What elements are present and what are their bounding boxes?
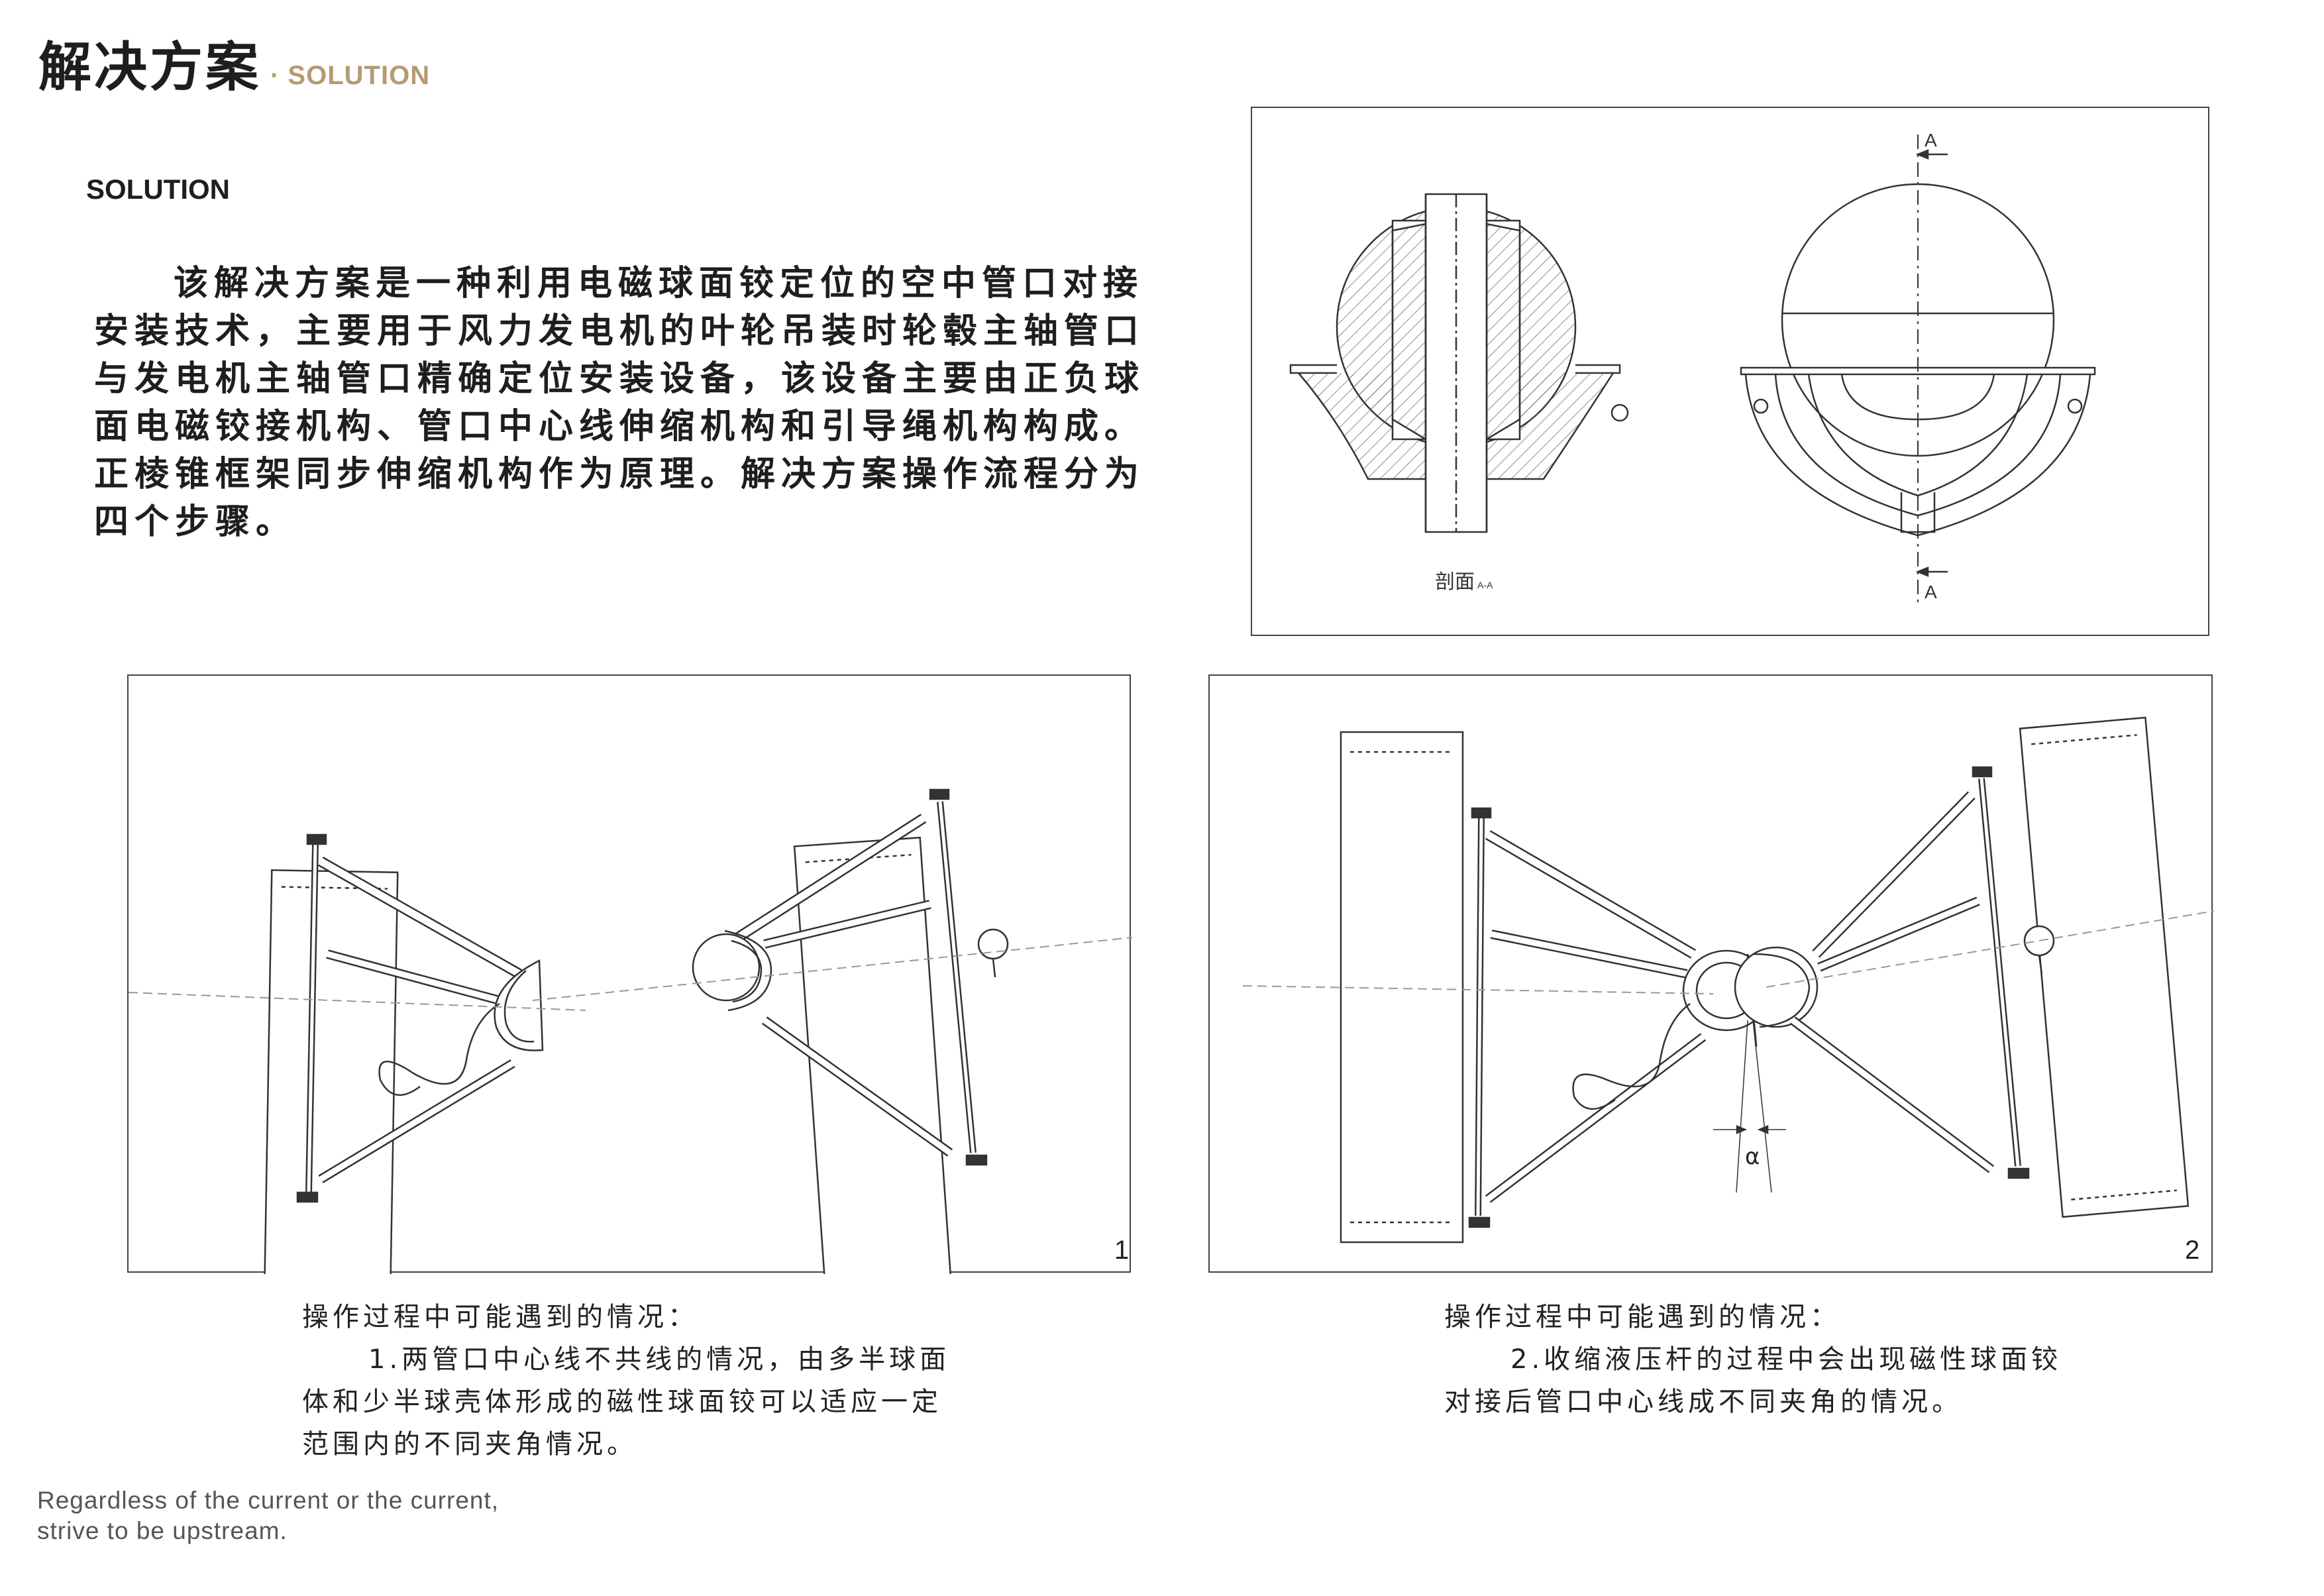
intro-line: 该解决方案是一种利用电磁球面铰定位的空中管口对接 xyxy=(174,264,1144,303)
section-label: SOLUTION xyxy=(86,174,230,205)
intro-line: 安装技术，主要用于风力发电机的叶轮吊装时轮毂主轴管口 xyxy=(94,311,1145,351)
intro-line: 四个步骤。 xyxy=(94,502,297,542)
footer-line-2: strive to be upstream. xyxy=(37,1517,288,1544)
cut-mark-top: A xyxy=(1925,130,1937,150)
intro-paragraph: 该解决方案是一种利用电磁球面铰定位的空中管口对接 安装技术，主要用于风力发电机的… xyxy=(94,260,1145,546)
page-title: 解决方案 · SOLUTION xyxy=(38,41,430,94)
section-drawing-frame: 剖面 A-A A A xyxy=(1251,107,2209,636)
left-mount-plate xyxy=(1340,731,1464,1244)
left-mount-plate xyxy=(262,869,399,1274)
intro-line: 正棱锥框架同步伸缩机构作为原理。解决方案操作流程分为 xyxy=(94,454,1145,494)
diagram-1: 1 xyxy=(129,788,1132,1274)
diagram-2-caption: 操作过程中可能遇到的情况： 2.收缩液压杆的过程中会出现磁性球面铰 对接后管口中… xyxy=(1444,1296,2062,1423)
diagram-2: α 2 xyxy=(1242,716,2214,1265)
section-drawing: 剖面 A-A A A xyxy=(1289,130,2096,605)
section-label: 剖面 xyxy=(1435,570,1475,594)
angle-label: α xyxy=(1745,1144,1760,1170)
footer-quote: Regardless of the current or the current… xyxy=(37,1485,499,1546)
right-mount-plate xyxy=(793,836,955,1274)
intro-line: 与发电机主轴管口精确定位安装设备，该设备主要由正负球 xyxy=(94,359,1145,399)
intro-line: 面电磁铰接机构、管口中心线伸缩机构和引导绳机构构成。 xyxy=(94,407,1145,447)
exterior-view xyxy=(1740,134,2096,605)
section-label-suffix: A-A xyxy=(1477,580,1493,590)
caption-line: 体和少半球壳体形成的磁性球面铰可以适应一定 xyxy=(302,1387,942,1417)
panel-number-1: 1 xyxy=(1114,1236,1129,1265)
caption-line: 范围内的不同夹角情况。 xyxy=(302,1429,637,1460)
diagram-1-caption: 操作过程中可能遇到的情况： 1.两管口中心线不共线的情况，由多半球面 体和少半球… xyxy=(302,1296,950,1465)
caption-line: 操作过程中可能遇到的情况： xyxy=(1444,1302,1840,1332)
caption-line: 2.收缩液压杆的过程中会出现磁性球面铰 xyxy=(1510,1344,2062,1375)
caption-line: 对接后管口中心线成不同夹角的情况。 xyxy=(1444,1387,1962,1417)
page-subtitle: · SOLUTION xyxy=(270,61,431,90)
panel-number-2: 2 xyxy=(2185,1236,2199,1265)
caption-line: 操作过程中可能遇到的情况： xyxy=(302,1302,698,1332)
footer-line-1: Regardless of the current or the current… xyxy=(37,1487,500,1514)
diagram-1-frame: 1 xyxy=(127,674,1132,1274)
right-mount-plate xyxy=(2019,716,2190,1218)
diagram-2-frame: α 2 xyxy=(1208,674,2214,1273)
cross-section-view xyxy=(1289,193,1629,533)
caption-line: 1.两管口中心线不共线的情况，由多半球面 xyxy=(368,1344,951,1375)
cut-mark-bottom: A xyxy=(1925,582,1937,602)
page-title-text: 解决方案 xyxy=(38,36,261,98)
